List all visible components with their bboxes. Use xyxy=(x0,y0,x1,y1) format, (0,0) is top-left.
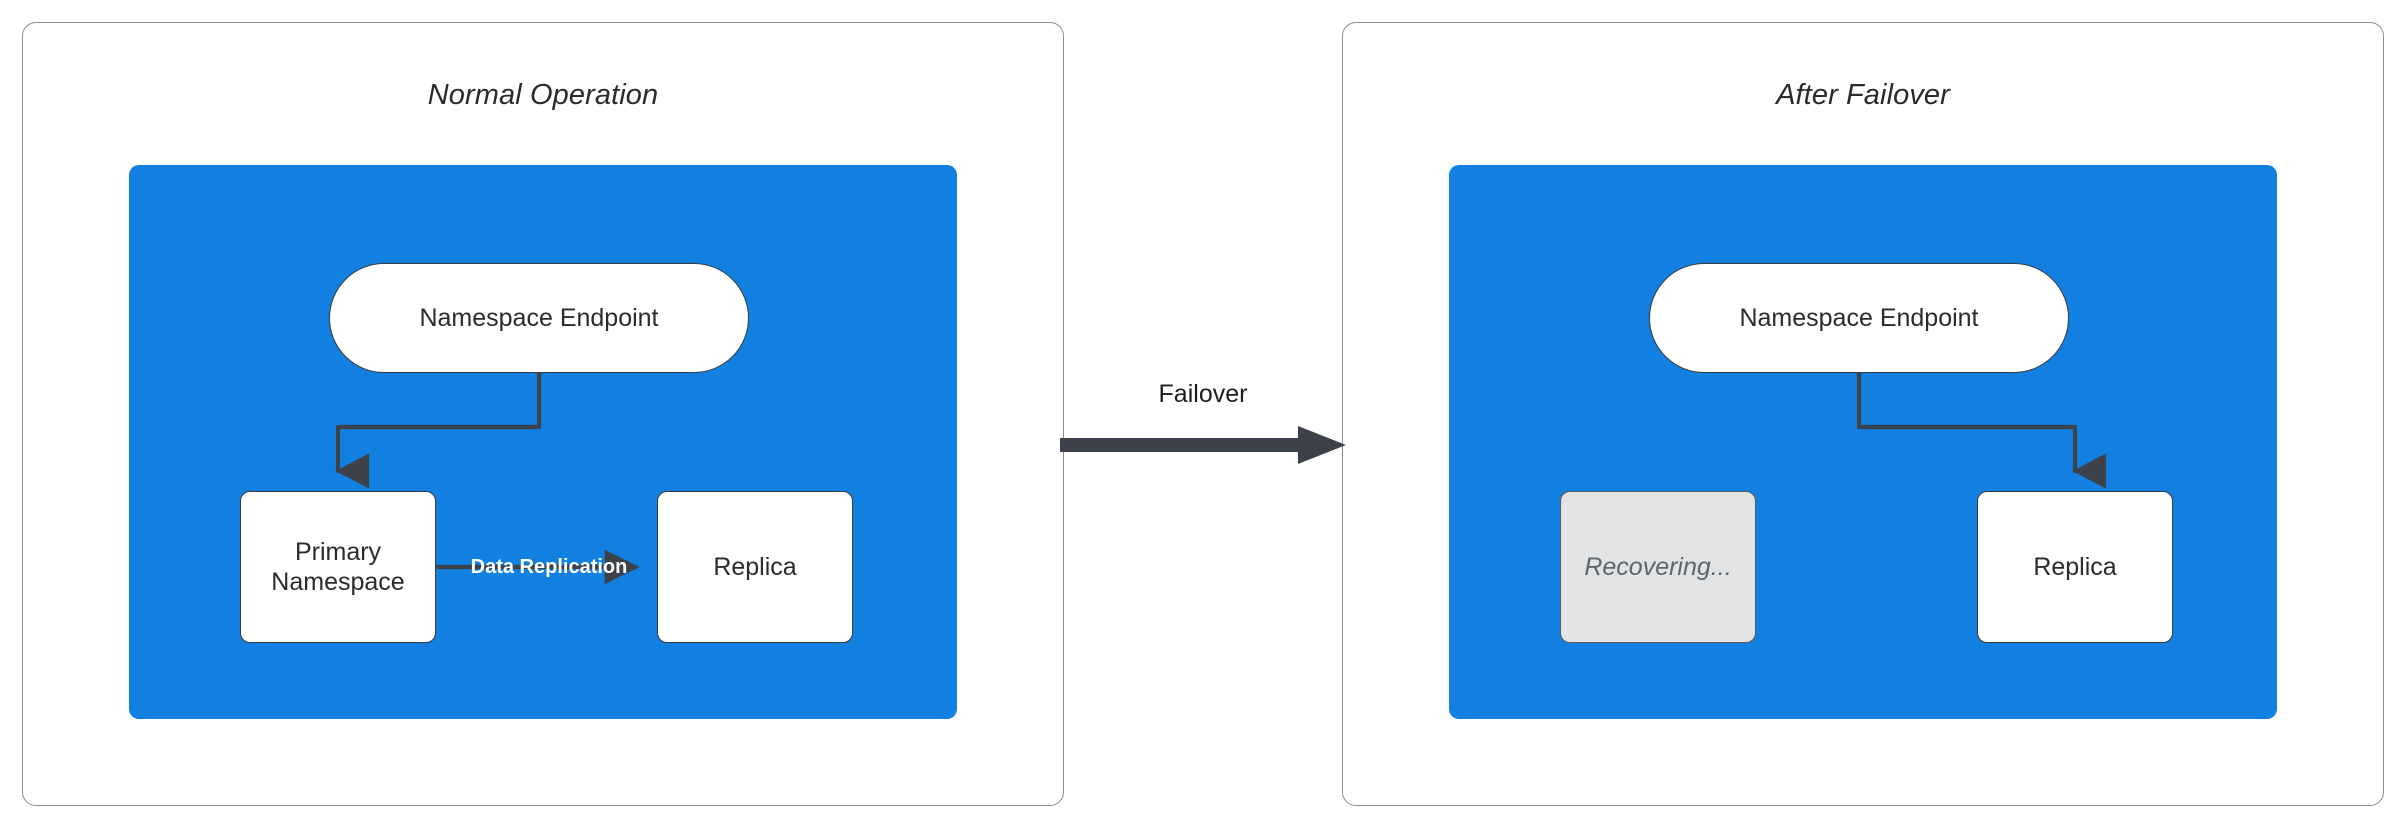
panel-title-after-failover: After Failover xyxy=(1776,79,1950,111)
panel-title-normal-operation: Normal Operation xyxy=(427,79,659,111)
node-primary-namespace-label: Primary Namespace xyxy=(271,537,404,598)
failover-arrow-icon xyxy=(1060,426,1346,464)
blue-region-normal: Namespace Endpoint Primary Namespace Rep… xyxy=(129,165,957,719)
node-namespace-endpoint-normal[interactable]: Namespace Endpoint xyxy=(329,263,749,373)
failover-transition: Failover xyxy=(1060,380,1346,490)
node-primary-namespace-line2: Namespace xyxy=(271,568,405,596)
edge-label-data-replication: Data Replication xyxy=(470,556,628,578)
panel-after-failover: After Failover Namespace Endpoint Recove… xyxy=(1342,22,2384,806)
node-replica-failover[interactable]: Replica xyxy=(1977,491,2173,643)
failover-arrow-label: Failover xyxy=(1158,380,1248,408)
connector-endpoint-to-replica xyxy=(1856,370,2107,489)
node-recovering[interactable]: Recovering... xyxy=(1560,491,1756,643)
panel-normal-operation: Normal Operation Namespace Endpoint xyxy=(22,22,1064,806)
node-primary-namespace-line1: Primary xyxy=(294,537,382,566)
node-replica-normal[interactable]: Replica xyxy=(657,491,853,643)
node-primary-namespace[interactable]: Primary Namespace xyxy=(240,491,436,643)
blue-region-failover: Namespace Endpoint Recovering... Replica xyxy=(1449,165,2277,719)
connector-endpoint-to-primary xyxy=(335,370,542,489)
node-namespace-endpoint-failover[interactable]: Namespace Endpoint xyxy=(1649,263,2069,373)
